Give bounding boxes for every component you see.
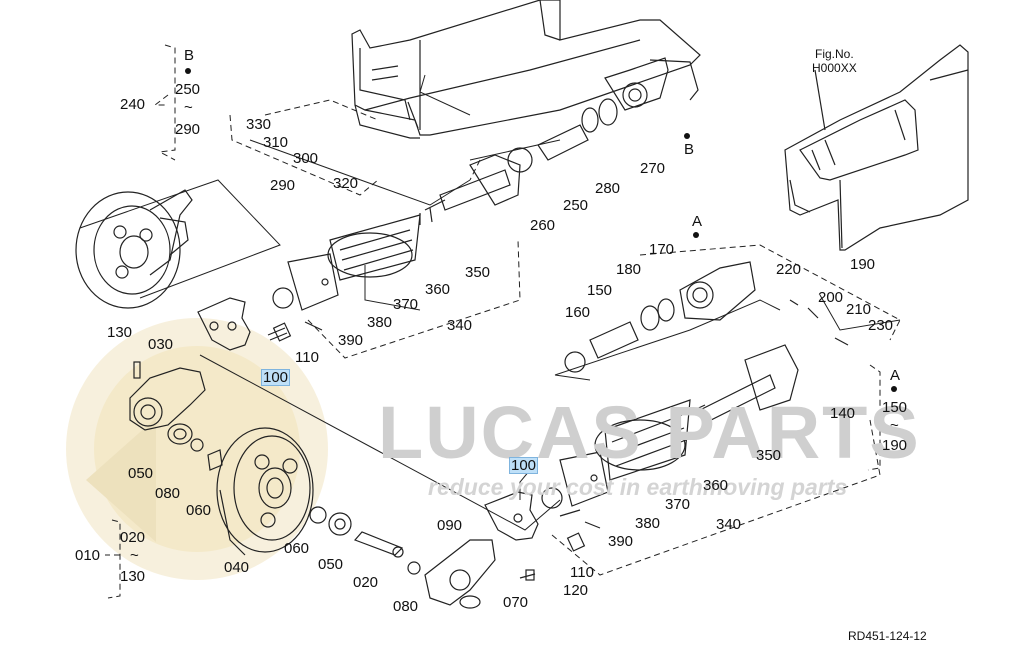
callout-360b: 360 <box>703 477 729 494</box>
callout-220: 220 <box>776 261 802 278</box>
callout-250b: 250 <box>563 197 589 214</box>
ref-B-right: B <box>684 141 695 158</box>
callout-260: 260 <box>530 217 556 234</box>
callout-340b: 340 <box>716 516 742 533</box>
track-frame-top <box>351 0 701 139</box>
idler-wheel-040 <box>216 427 314 556</box>
ref-A-right: A <box>890 367 901 384</box>
callout-140: 140 <box>830 405 856 422</box>
callout-020b: 020 <box>353 574 379 591</box>
callout-020a: 020 <box>120 529 146 546</box>
callout-340a: 340 <box>447 317 473 334</box>
watermark-brand: LUCAS PARTS <box>378 391 921 474</box>
callout-190b: 190 <box>882 437 908 454</box>
callout-100b: 100 <box>508 457 539 474</box>
callout-290a: 290 <box>175 121 201 138</box>
callout-240: 240 <box>120 96 146 113</box>
callout-290b: 290 <box>270 177 296 194</box>
track-frame-right <box>784 44 969 251</box>
bracket-100-bottom <box>484 491 586 552</box>
yoke-090 <box>424 539 536 609</box>
callout-350b: 350 <box>756 447 782 464</box>
callout-130b: 130 <box>120 568 146 585</box>
ref-A-top: A <box>692 213 703 230</box>
callout-040: 040 <box>224 559 250 576</box>
watermark-logo-arrow <box>86 418 156 542</box>
callout-320: 320 <box>333 175 359 192</box>
callout-190a: 190 <box>850 256 876 273</box>
tilde-3: ~ <box>890 417 899 434</box>
ref-A-top-dot <box>693 232 699 238</box>
callout-100a: 100 <box>260 369 291 386</box>
callout-050a: 050 <box>128 465 154 482</box>
callout-230: 230 <box>868 317 894 334</box>
shaft-020 <box>309 506 421 575</box>
recoil-spring-upper <box>272 98 618 331</box>
callout-370a: 370 <box>393 296 419 313</box>
ref-B-right-dot <box>684 133 690 139</box>
callout-060a: 060 <box>186 502 212 519</box>
callout-070: 070 <box>503 594 529 611</box>
callout-390a: 390 <box>338 332 364 349</box>
idler-wheel-top-left <box>75 189 193 309</box>
callout-300: 300 <box>293 150 319 167</box>
callout-080a: 080 <box>155 485 181 502</box>
callout-160: 160 <box>565 304 591 321</box>
callout-060b: 060 <box>284 540 310 557</box>
callout-110b: 110 <box>570 564 594 581</box>
callout-210: 210 <box>846 301 872 318</box>
callout-030: 030 <box>148 336 174 353</box>
callout-250a: 250 <box>175 81 201 98</box>
callout-360a: 360 <box>425 281 451 298</box>
watermark-tagline: reduce your cost in earthmoving parts <box>428 474 848 500</box>
recoil-spring-lower <box>541 261 849 529</box>
callout-150b: 150 <box>882 399 908 416</box>
tilde-1: ~ <box>184 99 193 116</box>
callout-010: 010 <box>75 547 101 564</box>
fig-ref-label: Fig.No. <box>815 47 854 61</box>
callout-090: 090 <box>437 517 463 534</box>
tilde-2: ~ <box>130 547 139 564</box>
ref-B-top-dot <box>185 68 191 74</box>
callout-120: 120 <box>563 582 589 599</box>
callout-170: 170 <box>649 241 675 258</box>
fig-ref-value: H000XX <box>812 61 857 75</box>
callout-380b: 380 <box>635 515 661 532</box>
bracket-100-top <box>197 297 292 351</box>
callout-350a: 350 <box>465 264 491 281</box>
yoke-030 <box>129 361 223 471</box>
callout-390b: 390 <box>608 533 634 550</box>
callout-270: 270 <box>640 160 666 177</box>
callout-280: 280 <box>595 180 621 197</box>
group-brackets <box>105 44 901 599</box>
ref-A-right-dot <box>891 386 897 392</box>
callout-110a: 110 <box>295 349 319 366</box>
callout-150a: 150 <box>587 282 613 299</box>
callout-310: 310 <box>263 134 289 151</box>
figure-code: RD451-124-12 <box>848 629 927 643</box>
callout-050b: 050 <box>318 556 344 573</box>
callout-200: 200 <box>818 289 844 306</box>
callout-180: 180 <box>616 261 642 278</box>
ref-B-top: B <box>184 47 195 64</box>
callout-370b: 370 <box>665 496 691 513</box>
callout-330: 330 <box>246 116 272 133</box>
callout-380a: 380 <box>367 314 393 331</box>
callout-080b: 080 <box>393 598 419 615</box>
callout-130a: 130 <box>107 324 133 341</box>
